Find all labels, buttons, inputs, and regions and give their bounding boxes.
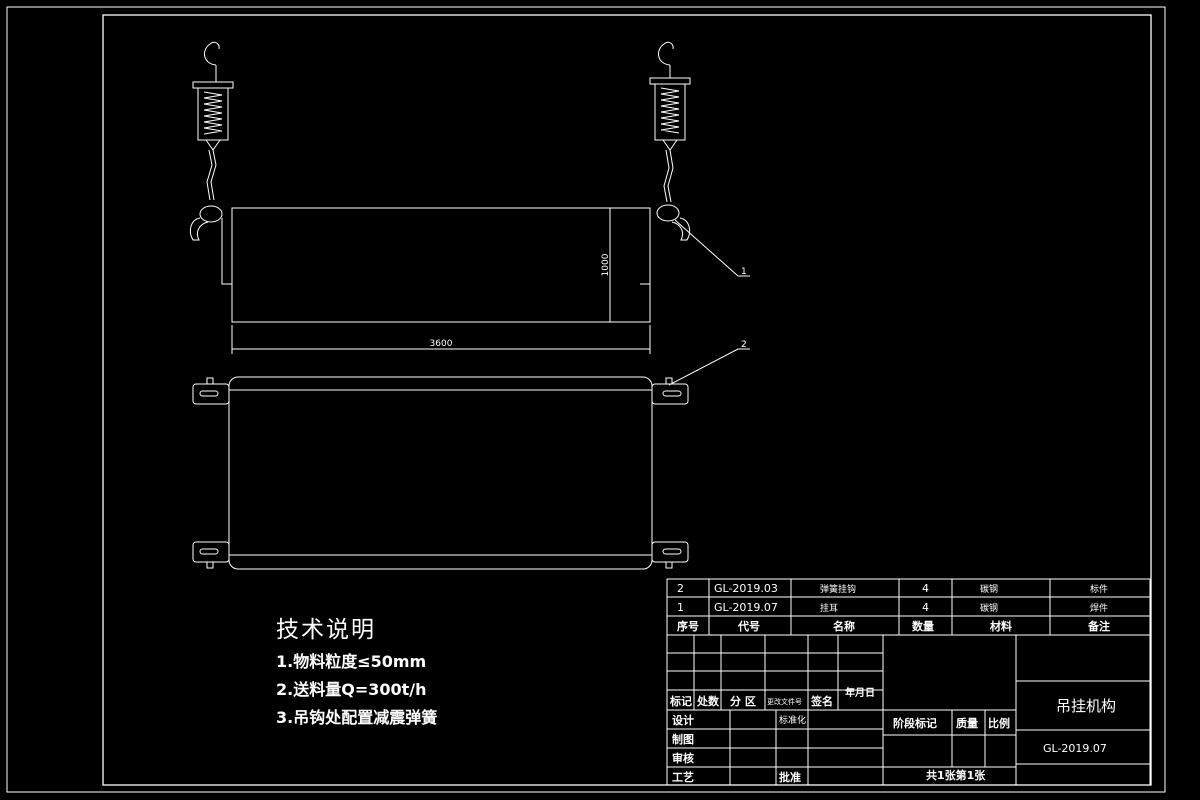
balloon-2: 2 [741,340,747,350]
outer-border [6,6,1166,793]
label-review: 审核 [672,751,694,765]
bom-row-1-index: 2 [677,582,684,595]
label-design: 设计 [672,713,694,727]
label-stage-mark: 阶段标记 [893,716,937,730]
bom-row-2-index: 1 [677,601,684,614]
bom-header-index: 序号 [677,619,699,633]
bom-row-2-material: 碳钢 [980,602,998,614]
hopper-body-front [231,207,651,323]
height-dimension: 1000 [601,253,611,276]
label-drawing: 制图 [672,732,694,746]
label-zone: 分 区 [730,694,756,708]
bom-row-2-note: 焊件 [1090,602,1108,614]
label-signature: 签名 [810,694,833,708]
technical-notes: 技术说明 1.物料粒度≤50mm 2.送料量Q=300t/h 3.吊钩处配置减震… [276,610,437,728]
label-date: 年月日 [845,686,875,699]
hopper-body-top [228,376,653,570]
bom-row-2-name: 挂耳 [820,602,838,614]
label-change-doc: 更改文件号 [767,697,802,706]
bom-row-1-qty: 4 [922,582,929,595]
bom-header-material: 材料 [990,619,1012,633]
technical-note-2: 2.送料量Q=300t/h [276,680,427,699]
bom-row-1-material: 碳钢 [980,583,998,595]
technical-note-3: 3.吊钩处配置减震弹簧 [276,708,438,727]
bom-header-qty: 数量 [912,619,934,633]
width-dimension: 3600 [430,339,453,349]
lug-top-left [192,377,230,405]
lug-bottom-left [192,541,230,569]
bom-row-1-name: 弹簧挂钩 [820,583,856,595]
bom-row-1-note: 标件 [1090,583,1108,595]
inner-border [102,14,1152,786]
spring-hook-left [189,41,234,285]
label-count: 处数 [696,694,720,708]
label-mass: 质量 [956,716,978,730]
bom-header-note: 备注 [1087,619,1110,633]
title-block: 标记 处数 分 区 更改文件号 签名 年月日 设计 标准化 制图 审核 工艺 批… [666,634,1151,786]
bom-header-name: 名称 [833,619,855,633]
technical-note-1: 1.物料粒度≤50mm [276,652,427,671]
technical-notes-title: 技术说明 [276,617,376,643]
balloon-1: 1 [741,267,747,277]
front-view: 1000 3600 1 [189,41,750,354]
bom-row-2-qty: 4 [922,601,929,614]
lug-top-right [651,377,689,405]
label-approve: 批准 [779,770,801,784]
label-process: 工艺 [672,770,694,784]
top-view: 2 [192,340,750,570]
drawing-number: GL-2019.07 [1043,742,1107,755]
label-mark: 标记 [669,694,692,708]
label-standardize: 标准化 [779,714,806,726]
spring-hook-right [640,41,691,285]
bom-row-1-code: GL-2019.03 [714,582,778,595]
bom-header-code: 代号 [737,619,760,633]
sheet-count: 共1张第1张 [926,768,986,782]
label-scale: 比例 [988,716,1010,730]
lug-bottom-right [651,541,689,569]
bom-table: 2 GL-2019.03 弹簧挂钩 4 碳钢 标件 1 GL-2019.07 挂… [666,578,1151,636]
bom-row-2-code: GL-2019.07 [714,601,778,614]
drawing-name: 吊挂机构 [1056,697,1116,715]
